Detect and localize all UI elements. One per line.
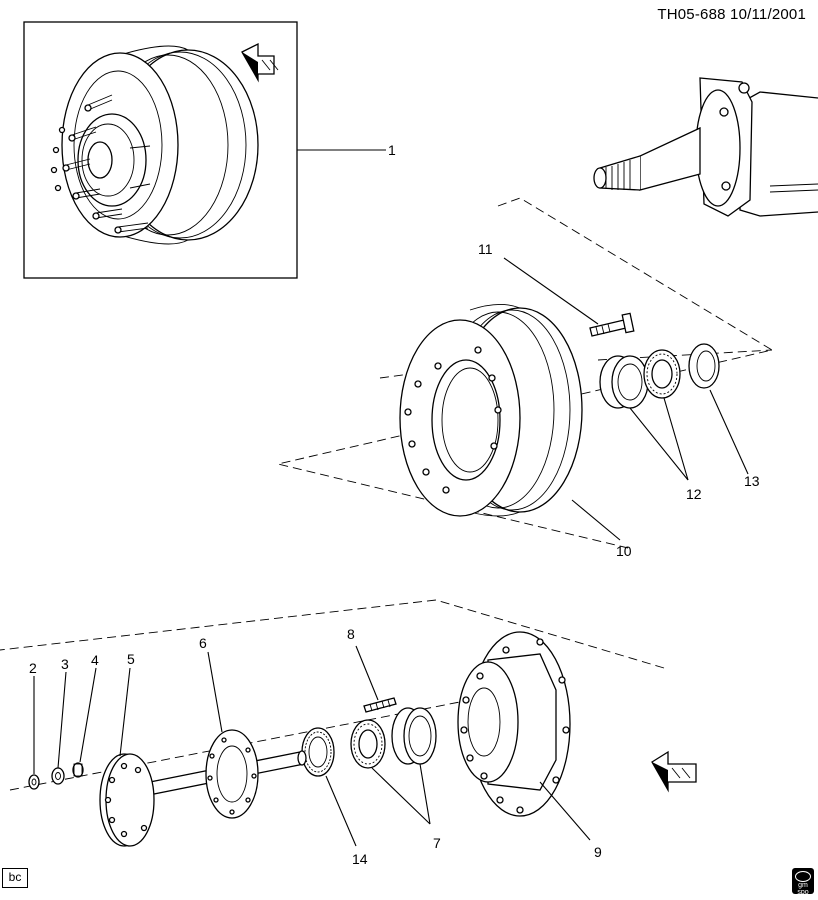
leader-7b	[419, 763, 431, 825]
centerline-upper	[277, 197, 774, 549]
drum-bolt	[589, 312, 635, 337]
leader-12b	[663, 397, 689, 481]
bearing-cone-outer	[643, 349, 681, 399]
centerline-lower-b	[9, 699, 471, 791]
axle-spindle	[593, 77, 818, 217]
leader-6	[207, 651, 223, 733]
leader-7a	[371, 767, 431, 825]
bearing-cup-outer	[599, 355, 649, 409]
callout-12: 12	[686, 486, 702, 502]
callout-9: 9	[594, 844, 602, 860]
leader-8	[355, 645, 379, 701]
leader-3	[57, 671, 67, 769]
centerline-lower-a	[0, 599, 665, 669]
callout-13: 13	[744, 473, 760, 489]
wheel-hub	[457, 631, 571, 817]
inset-hub-drum-assembly	[23, 21, 298, 279]
leader-9	[539, 781, 591, 841]
leader-11	[503, 257, 599, 325]
bearing-inner	[350, 707, 437, 769]
tone-ring	[301, 727, 335, 777]
callout-6: 6	[199, 635, 207, 651]
callout-8: 8	[347, 626, 355, 642]
callout-2: 2	[29, 660, 37, 676]
leader-10	[571, 499, 621, 541]
logo-line-1: gm	[798, 882, 808, 889]
front-direction-arrow-icon	[241, 42, 279, 83]
corner-tag: bc	[2, 868, 28, 888]
diagram-reference: TH05-688 10/11/2001	[657, 6, 806, 23]
callout-3: 3	[61, 656, 69, 672]
leader-4	[79, 667, 97, 763]
callout-4: 4	[91, 652, 99, 668]
callout-7: 7	[433, 835, 441, 851]
brake-drum	[399, 304, 583, 517]
callout-11: 11	[478, 241, 493, 257]
callout-10: 10	[616, 543, 632, 559]
leader-13	[709, 389, 749, 475]
leader-14	[325, 775, 357, 847]
leader-12a	[629, 407, 689, 481]
axle-gasket	[205, 729, 259, 819]
wheel-stud	[363, 697, 397, 713]
gm-spo-logo: gm spo	[792, 868, 814, 896]
axle-shaft	[99, 750, 307, 847]
callout-5: 5	[127, 651, 135, 667]
callout-14: 14	[352, 851, 368, 867]
grease-seal	[688, 343, 720, 389]
logo-line-2: spo	[797, 889, 809, 896]
front-direction-arrow-icon-lower	[651, 750, 697, 793]
leader-5	[119, 667, 131, 757]
callout-1: 1	[388, 142, 396, 158]
hardware-small	[28, 762, 84, 790]
